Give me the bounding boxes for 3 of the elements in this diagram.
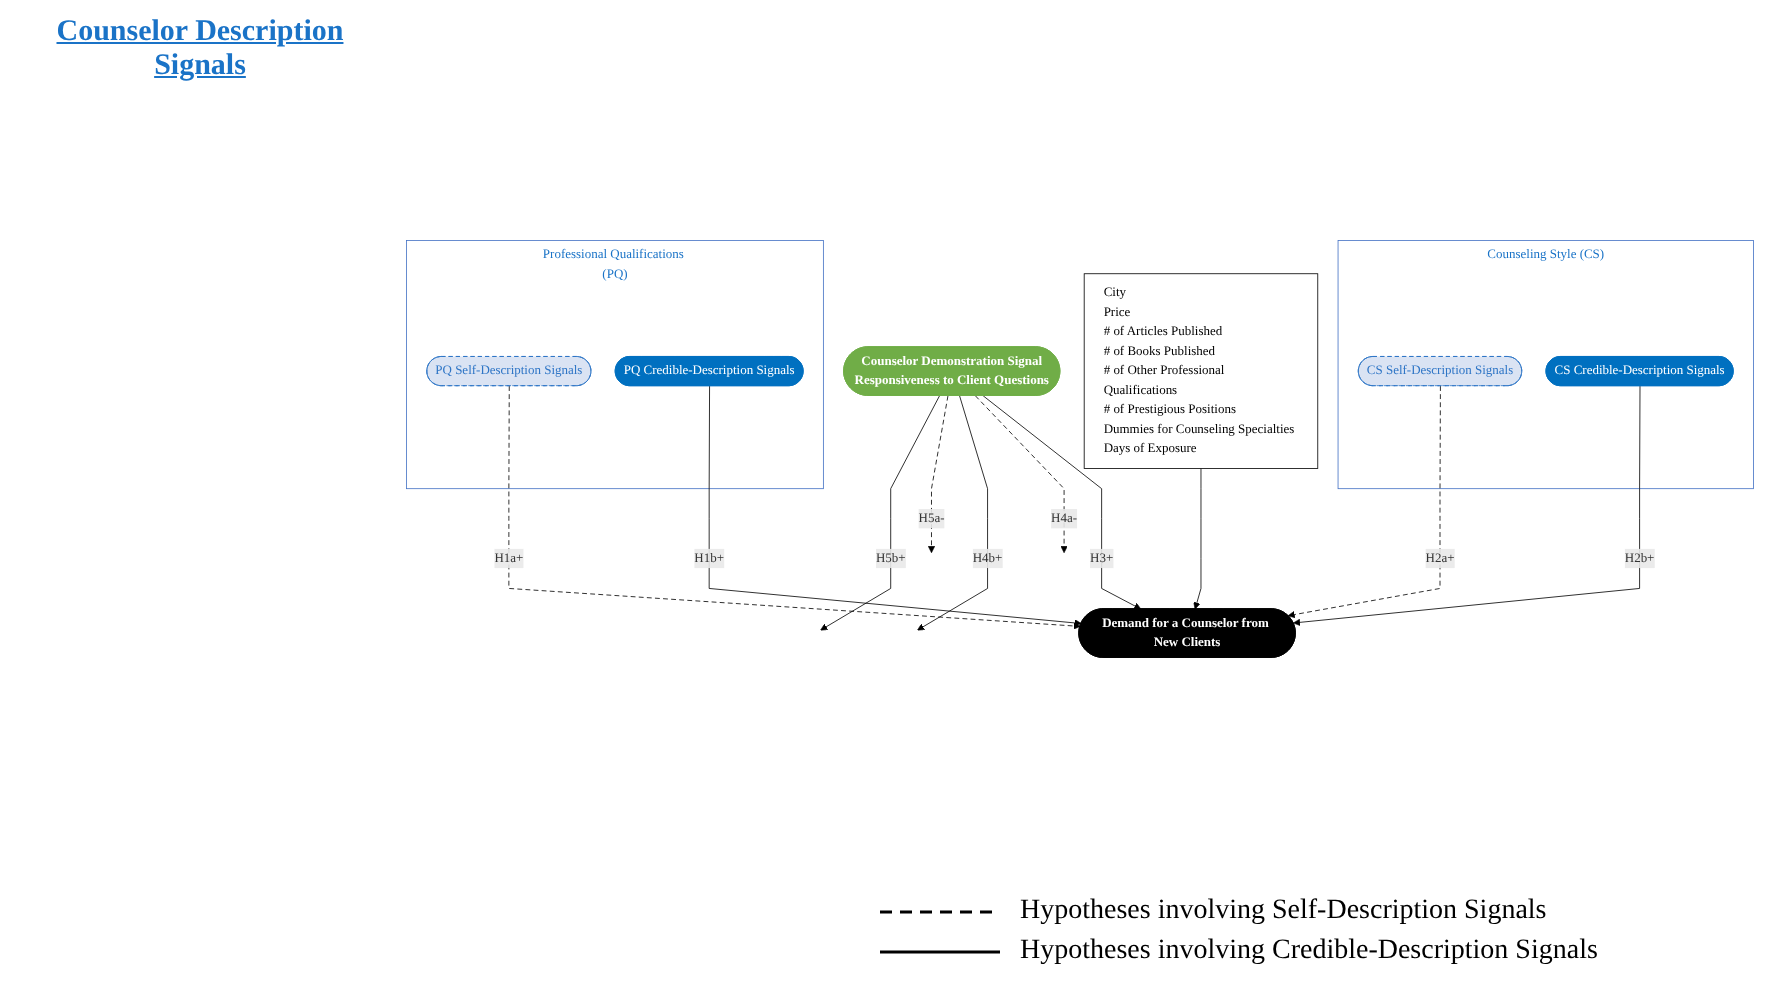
group-heading: Counselor Description Signals bbox=[54, 16, 346, 84]
legend-text: Hypotheses involving Self-Description Signals bbox=[1020, 896, 1547, 928]
legend-text: Hypotheses involving Credible-Description Signals bbox=[1020, 936, 1598, 968]
